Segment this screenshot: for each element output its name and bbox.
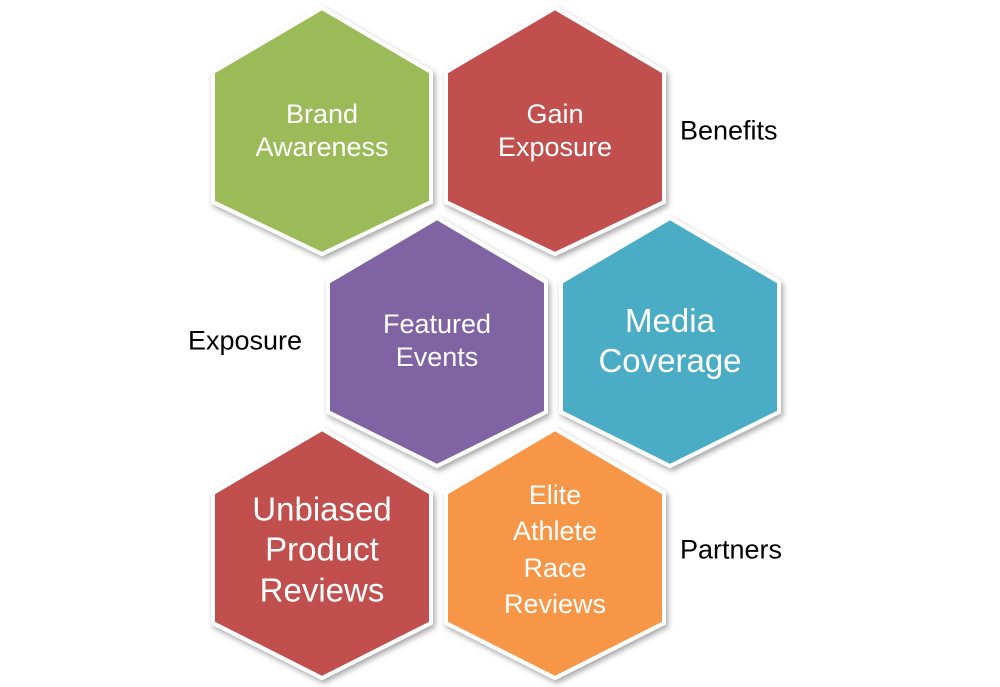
side-label-exposure: Exposure [188,325,303,356]
hex-label-featured-events: Featured Events [382,309,492,372]
hex-gain-exposure [444,5,666,257]
hex-unbiased-product-reviews [211,426,433,681]
hex-label-brand-awareness: Brand Awareness [255,99,389,162]
hex-label-media-coverage: Media Coverage [598,301,742,379]
hex-brand-awareness [211,5,433,257]
hex-label-unbiased-product-reviews: Unbiased Product Reviews [252,490,392,609]
hex-label-gain-exposure: Gain Exposure [497,99,613,162]
hex-featured-events [326,215,548,469]
side-label-partners: Partners [680,534,783,565]
hex-elite-athlete-race-reviews [444,426,666,681]
side-label-benefits: Benefits [680,115,778,146]
hex-media-coverage [559,215,781,469]
hex-label-elite-athlete-race-reviews: Elite Athlete Race Reviews [503,480,607,620]
